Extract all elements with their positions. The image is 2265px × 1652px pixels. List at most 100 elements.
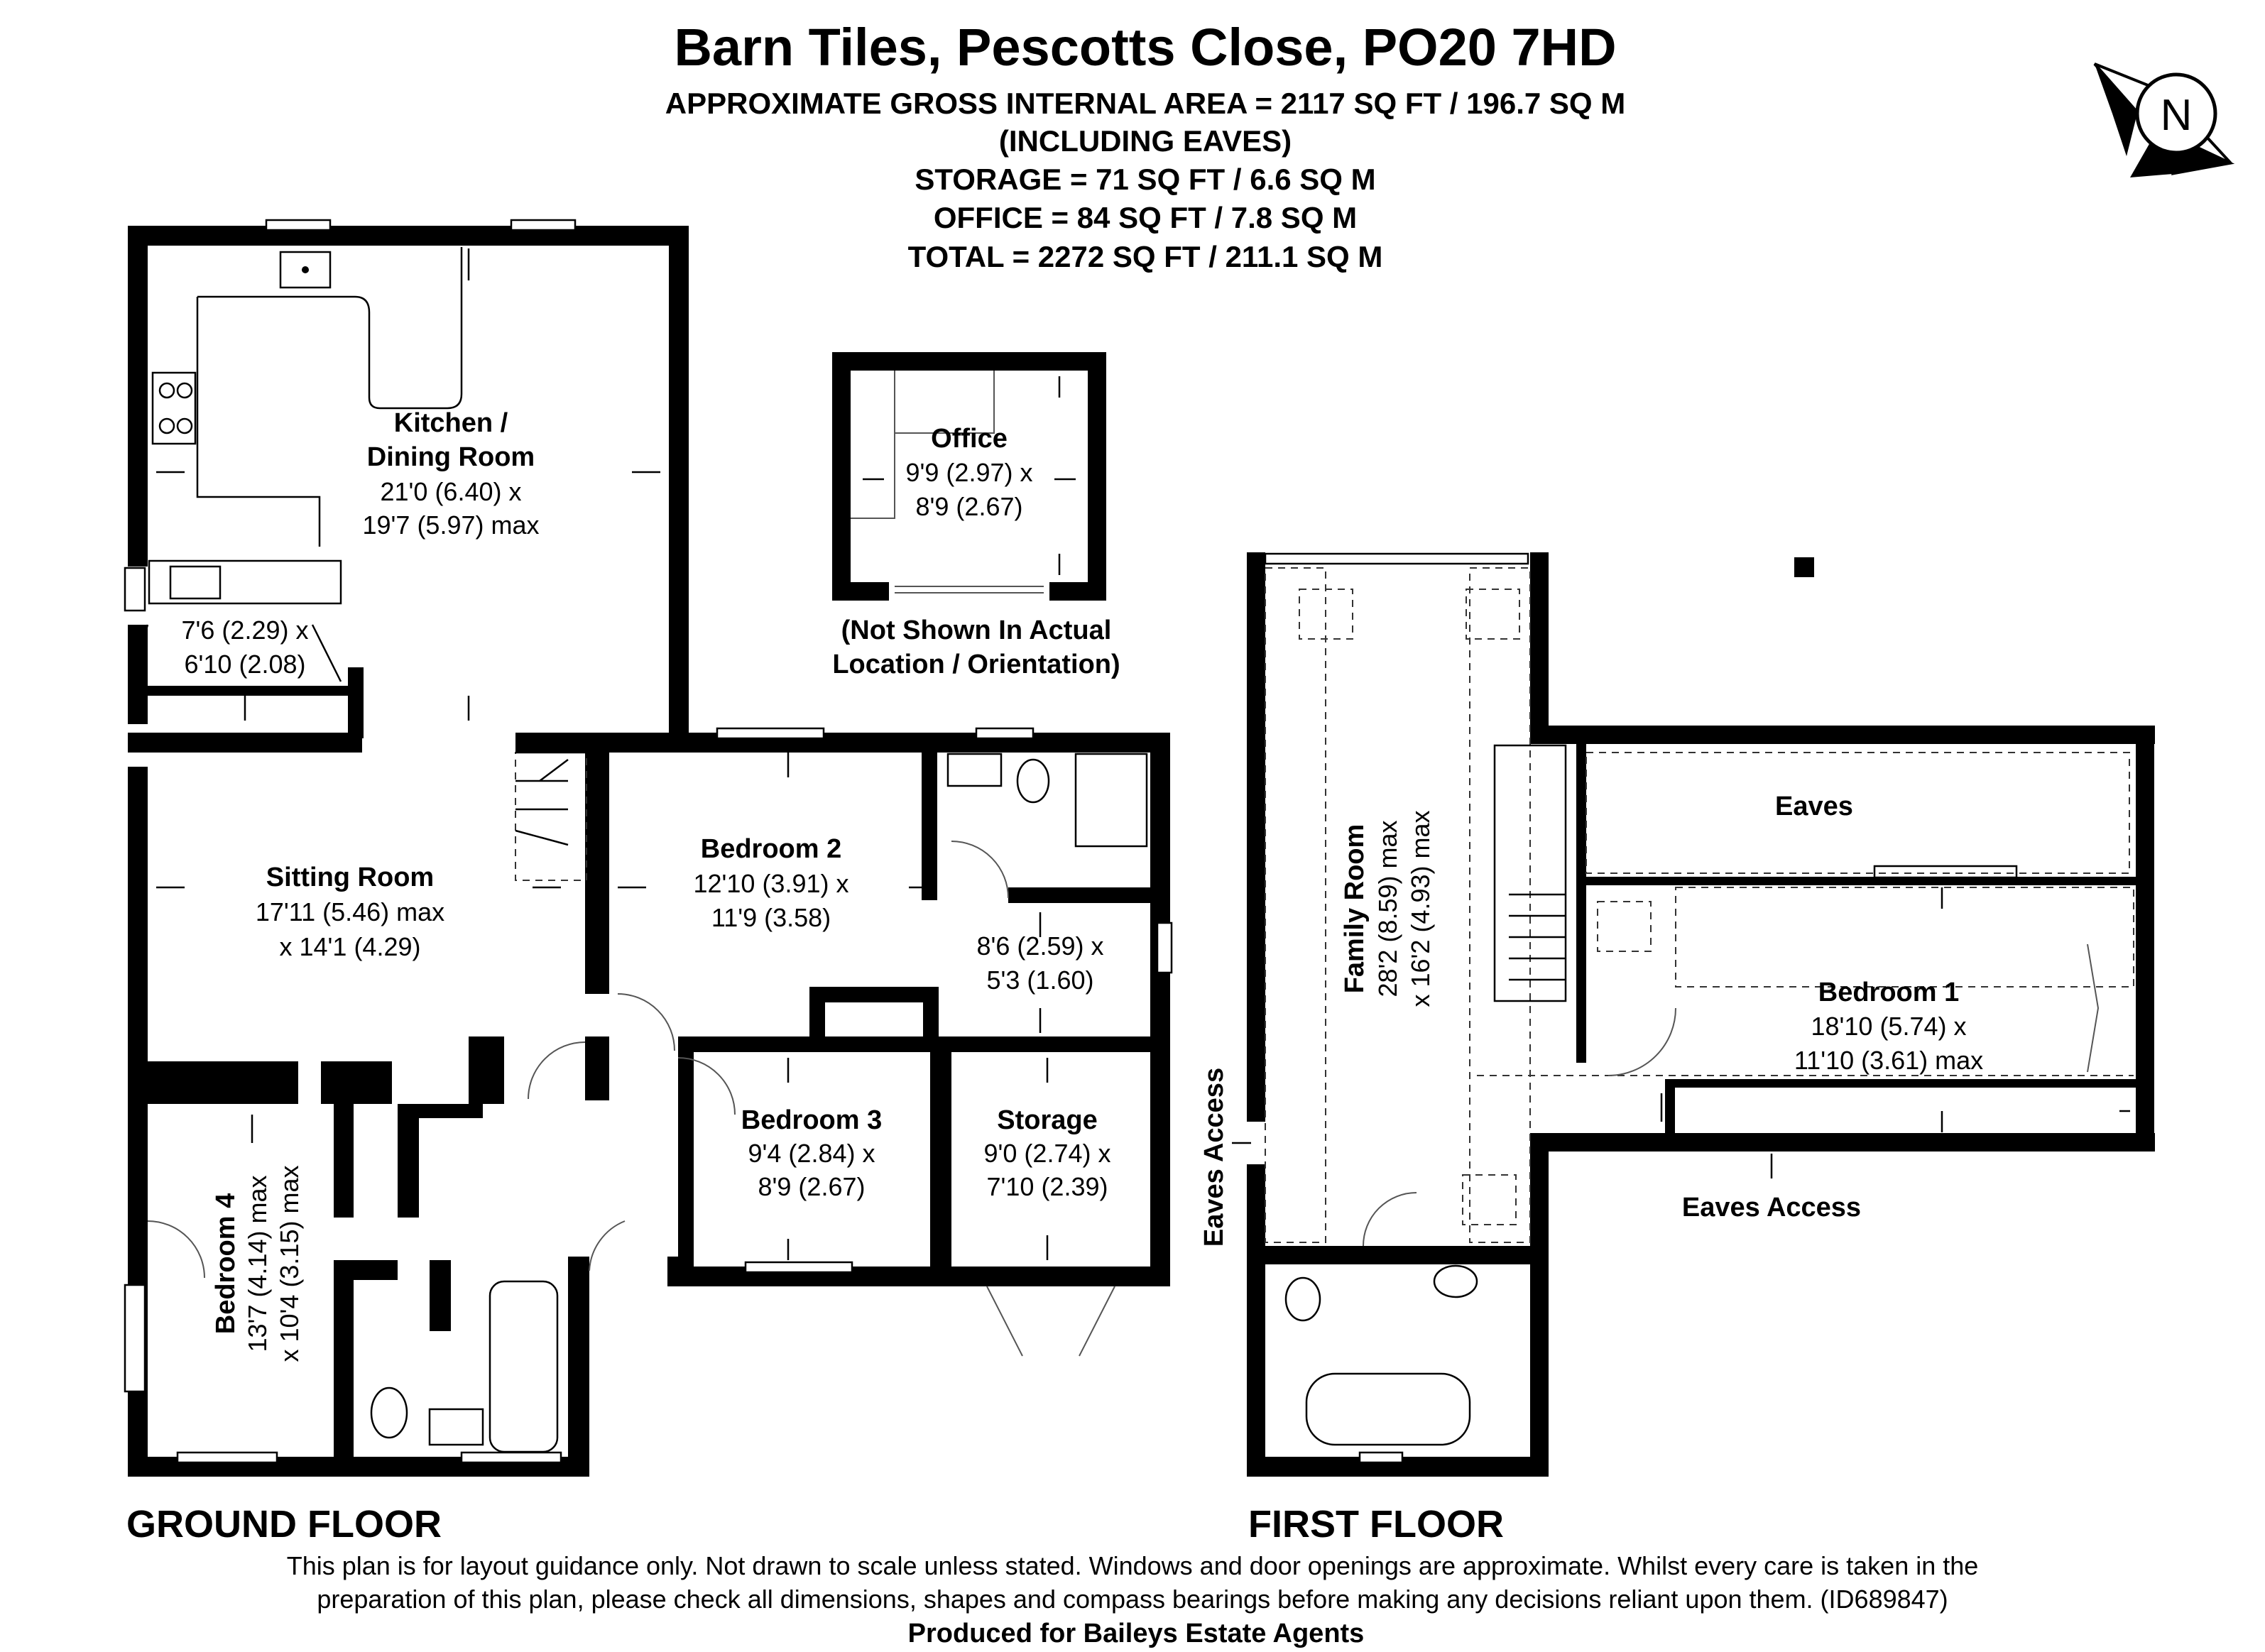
bedroom3-window xyxy=(744,1261,853,1274)
en-suite-door-icon xyxy=(1363,1192,1417,1247)
wardrobe-door-icon xyxy=(2087,943,2100,1073)
kitchen-label-line2: Dining Room xyxy=(367,442,535,472)
velux-icon-3 xyxy=(1597,901,1652,952)
office-desk-outline xyxy=(851,371,995,519)
bedroom4-dim1: 13'7 (4.14) max xyxy=(243,1176,272,1352)
shower-side-window xyxy=(1156,921,1173,974)
kitchen-hob-icon xyxy=(151,371,197,445)
velux-icon-1 xyxy=(1299,589,1353,640)
compass-north-label: N xyxy=(2161,91,2193,140)
en-suite-bath-icon xyxy=(1305,1372,1471,1446)
plan-title: Barn Tiles, Pescotts Close, PO20 7HD xyxy=(674,18,1616,77)
bedroom4-label: Bedroom 4 xyxy=(211,1193,241,1334)
hall-door-icon xyxy=(589,1220,626,1271)
sitting-room-label: Sitting Room xyxy=(266,863,434,892)
utility-window xyxy=(124,567,146,612)
bedroom4-window-left xyxy=(124,1284,146,1393)
shower-tray-icon xyxy=(1074,753,1148,848)
eaves-outline xyxy=(1586,752,2130,874)
family-room-dim2: x 16'2 (4.93) max xyxy=(1406,811,1435,1007)
family-room-window xyxy=(1264,552,1529,565)
disclaimer-line1: This plan is for layout guidance only. N… xyxy=(287,1551,1979,1580)
wood-burner-icon xyxy=(336,1063,381,1098)
first-floor-label: FIRST FLOOR xyxy=(1248,1503,1504,1546)
shower-basin-icon xyxy=(946,753,1003,787)
storage-dim2: 7'10 (2.39) xyxy=(987,1172,1108,1201)
office-plan: Office 9'9 (2.97) x 8'9 (2.67) (Not Show… xyxy=(832,352,1120,679)
bedroom4-dim2: x 10'4 (3.15) max xyxy=(275,1166,304,1362)
family-room-dim1: 28'2 (8.59) max xyxy=(1373,821,1402,997)
office-dim2: 8'9 (2.67) xyxy=(916,492,1023,521)
utility-door-icon xyxy=(130,624,342,682)
storage-label: Storage xyxy=(997,1105,1097,1135)
sitting-door-icon xyxy=(528,1041,586,1100)
kitchen-sink-icon xyxy=(279,251,332,289)
storage-dim1: 9'0 (2.74) x xyxy=(984,1139,1111,1168)
total-area-line: TOTAL = 2272 SQ FT / 211.1 SQ M xyxy=(908,240,1383,273)
kitchen-dim1: 21'0 (6.40) x xyxy=(381,477,522,506)
bath-icon xyxy=(489,1280,559,1453)
family-room-eaves-outline xyxy=(1265,567,1326,1243)
en-suite-basin-icon xyxy=(1433,1264,1478,1298)
produced-for-line: Produced for Baileys Estate Agents xyxy=(908,1619,1365,1648)
storage-door-icon xyxy=(986,1286,1115,1357)
shower-door-icon xyxy=(951,841,1009,899)
first-floor-plan: Family Room 28'2 (8.59) max x 16'2 (4.93… xyxy=(1199,552,2155,1546)
bedroom2-dim2: 11'9 (3.58) xyxy=(711,903,831,932)
compass-icon: N xyxy=(2093,62,2235,177)
shower-dim2: 5'3 (1.60) xyxy=(987,966,1094,995)
kitchen-dim2: 19'7 (5.97) max xyxy=(363,510,540,540)
bedroom2-label: Bedroom 2 xyxy=(701,834,841,864)
shower-window xyxy=(975,727,1035,740)
bedroom3-door-icon xyxy=(677,1057,736,1115)
bathroom-basin-icon xyxy=(428,1408,484,1446)
bedroom4-door-icon xyxy=(147,1220,205,1279)
eaves-access-label: Eaves Access xyxy=(1682,1193,1861,1222)
office-dim1: 9'9 (2.97) x xyxy=(906,458,1033,487)
office-label: Office xyxy=(931,424,1008,454)
first-floor-stairs-icon xyxy=(1493,744,1567,1002)
bedroom3-dim1: 9'4 (2.84) x xyxy=(748,1139,875,1168)
bedroom2-dim1: 12'10 (3.91) x xyxy=(693,869,848,898)
kitchen-window-2 xyxy=(510,219,577,231)
utility-worktop xyxy=(148,559,342,605)
kitchen-label-line1: Kitchen / xyxy=(394,408,508,438)
sitting-room-dim1: 17'11 (5.46) max xyxy=(256,897,444,926)
bathroom-wc-icon xyxy=(370,1386,408,1439)
kitchen-window-1 xyxy=(265,219,332,231)
eaves-label: Eaves xyxy=(1775,792,1853,821)
marker-square xyxy=(1794,557,1814,577)
bedroom1-door-icon xyxy=(1608,1007,1676,1076)
bedroom1-label: Bedroom 1 xyxy=(1818,978,1959,1007)
bedroom3-label: Bedroom 3 xyxy=(741,1105,882,1135)
storage-area-line: STORAGE = 71 SQ FT / 6.6 SQ M xyxy=(915,163,1375,196)
en-suite-wc-icon xyxy=(1284,1276,1321,1322)
bedroom2-door-icon xyxy=(617,993,675,1051)
utility-dim1: 7'6 (2.29) x xyxy=(182,616,309,645)
bedroom1-window xyxy=(1873,865,2018,879)
bedroom1-dim1: 18'10 (5.74) x xyxy=(1811,1012,1966,1041)
office-area-line: OFFICE = 84 SQ FT / 7.8 SQ M xyxy=(934,201,1357,234)
bedroom1-eaves-outline xyxy=(1675,887,2134,988)
office-note-line2: Location / Orientation) xyxy=(832,650,1120,679)
ground-floor-label: GROUND FLOOR xyxy=(126,1503,442,1546)
bedroom3-dim2: 8'9 (2.67) xyxy=(758,1172,866,1201)
kitchen-worktop xyxy=(196,247,463,547)
family-room-label: Family Room xyxy=(1340,824,1370,994)
shower-wc-icon xyxy=(1016,758,1050,804)
velux-icon-4 xyxy=(1462,1174,1517,1225)
velux-icon-2 xyxy=(1466,589,1520,640)
bedroom1-dim2: 11'10 (3.61) max xyxy=(1794,1046,1983,1075)
ground-floor-plan: Kitchen / Dining Room 21'0 (6.40) x 19'7… xyxy=(124,219,1173,1546)
eaves-access-vertical-label: Eaves Access xyxy=(1199,1068,1229,1247)
stairs-icon xyxy=(515,751,587,881)
eaves-note-line: (INCLUDING EAVES) xyxy=(999,124,1292,158)
gross-area-line: APPROXIMATE GROSS INTERNAL AREA = 2117 S… xyxy=(665,87,1626,120)
utility-dim2: 6'10 (2.08) xyxy=(185,650,306,679)
bedroom4-window-bottom xyxy=(176,1451,278,1464)
bathroom-window xyxy=(460,1451,562,1464)
en-suite-window xyxy=(1358,1451,1404,1464)
utility-sink-icon xyxy=(169,565,222,600)
bedroom2-window xyxy=(716,727,825,740)
dimension-arrows xyxy=(156,248,2130,1260)
